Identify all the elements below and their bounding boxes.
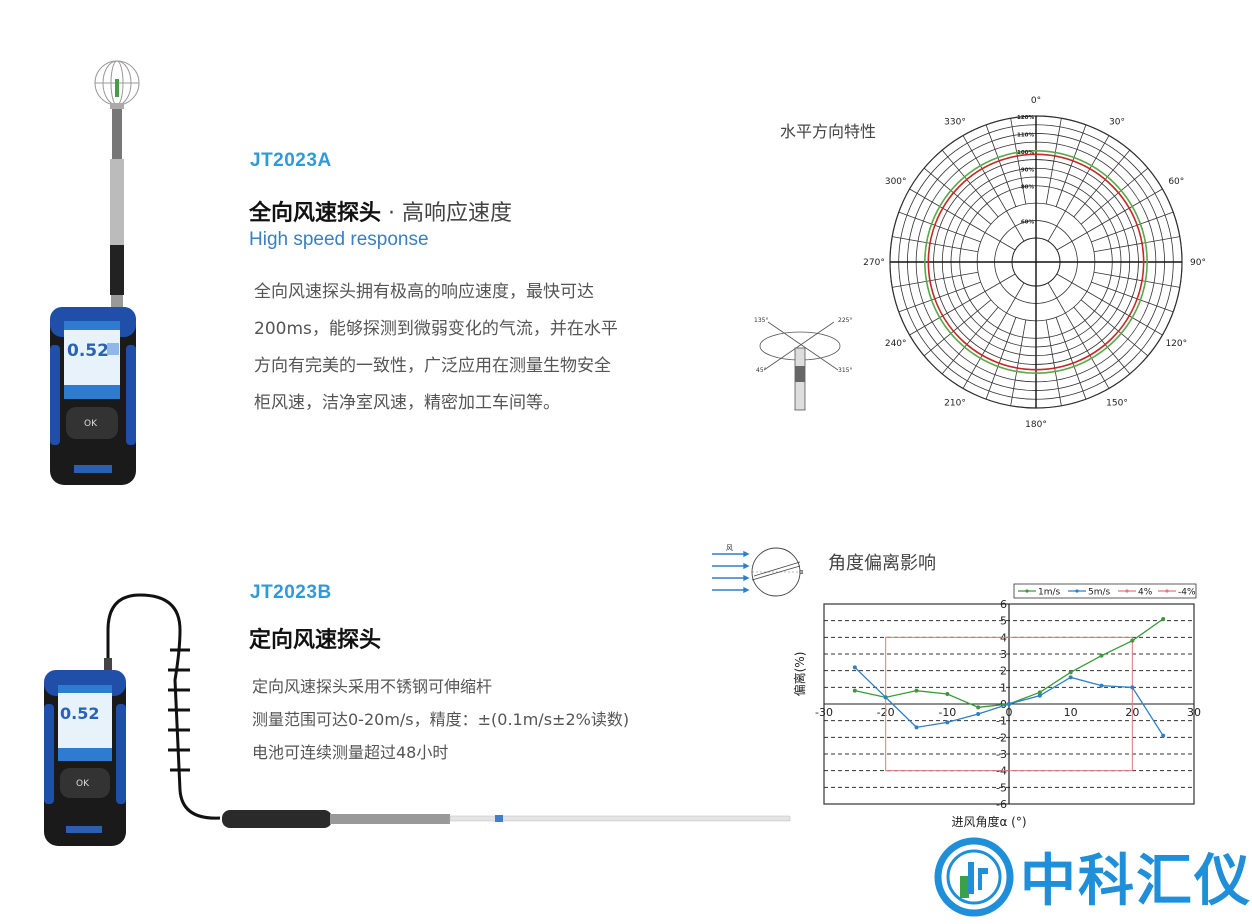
polar-grid bbox=[889, 115, 1183, 409]
product-b-description: 定向风速探头采用不锈钢可伸缩杆 测量范围可达0-20m/s，精度：±(0.1m/… bbox=[252, 670, 629, 769]
y-tick-label: -6 bbox=[996, 798, 1007, 811]
x-tick-label: 30 bbox=[1187, 706, 1201, 719]
probe-rotation-diagram: 135° 225° 45° 315° bbox=[750, 308, 860, 418]
x-tick-label: 0 bbox=[1006, 706, 1013, 719]
product-a-title: 全向风速探头 · 高响应速度 bbox=[249, 195, 512, 227]
brand-logo: 中科汇仪 bbox=[932, 834, 1250, 920]
polar-angle-label: 90° bbox=[1190, 258, 1206, 268]
y-tick-label: -3 bbox=[996, 748, 1007, 761]
polar-angle-label: 150° bbox=[1106, 398, 1128, 408]
svg-text:0.52: 0.52 bbox=[60, 704, 99, 723]
polar-angle-label: 300° bbox=[885, 177, 907, 187]
polar-radial-label: 90% bbox=[1021, 167, 1035, 173]
polar-angle-label: 330° bbox=[944, 118, 966, 128]
polar-radial-label: 100% bbox=[1017, 150, 1034, 156]
description-line: 柜风速，洁净室风速，精密加工车间等。 bbox=[254, 393, 560, 413]
description-line: 定向风速探头采用不锈钢可伸缩杆 bbox=[252, 677, 493, 696]
polar-radial-label: 60% bbox=[1021, 220, 1035, 226]
chart-legend: 1m/s 5m/s 4% -4% bbox=[1013, 583, 1197, 599]
polar-angle-label: 30° bbox=[1109, 118, 1125, 128]
product-a-subtitle: High speed response bbox=[249, 229, 429, 250]
y-tick-label: 6 bbox=[1000, 598, 1007, 611]
y-tick-label: -1 bbox=[996, 715, 1007, 728]
svg-text:135°: 135° bbox=[754, 317, 768, 324]
svg-text:OK: OK bbox=[84, 419, 98, 429]
polar-angle-label: 210° bbox=[944, 398, 966, 408]
y-tick-label: -2 bbox=[996, 731, 1007, 744]
product-b-title-bold: 定向风速探头 bbox=[249, 628, 382, 653]
svg-text:风: 风 bbox=[726, 544, 733, 552]
description-line: 方向有完美的一致性，广泛应用在测量生物安全 bbox=[254, 356, 611, 376]
wind-angle-diagram: 风 α bbox=[708, 540, 808, 600]
svg-text:225°: 225° bbox=[838, 317, 852, 324]
line-chart-title: 角度偏离影响 bbox=[828, 553, 936, 574]
polar-angle-label: 270° bbox=[863, 258, 885, 268]
product-b-model: JT2023B bbox=[250, 582, 332, 603]
svg-text:-4%: -4% bbox=[1178, 588, 1196, 598]
x-axis-label: 进风角度α (°) bbox=[951, 814, 1026, 829]
polar-angle-label: 60° bbox=[1168, 177, 1184, 187]
polar-radial-label: 120% bbox=[1017, 115, 1034, 121]
y-tick-label: 2 bbox=[1000, 665, 1007, 678]
product-b-title: 定向风速探头 bbox=[249, 622, 381, 654]
description-line: 全向风速探头拥有极高的响应速度，最快可达 bbox=[254, 282, 594, 302]
y-tick-label: -4 bbox=[996, 765, 1007, 778]
polar-radial-label: 110% bbox=[1017, 132, 1034, 138]
polar-angle-label: 180° bbox=[1025, 420, 1047, 427]
product-a-title-bold: 全向风速探头 bbox=[249, 201, 382, 226]
polar-angle-label: 0° bbox=[1031, 96, 1041, 106]
svg-text:1m/s: 1m/s bbox=[1038, 588, 1061, 598]
y-tick-label: 5 bbox=[1000, 615, 1007, 628]
line-chart: -6-5-4-3-2-10123456-30-20-100102030进风角度α… bbox=[780, 580, 1210, 835]
x-tick-label: -10 bbox=[938, 706, 956, 719]
product-a-device-image: 0.52 OK bbox=[44, 55, 144, 485]
polar-angle-label: 120° bbox=[1165, 339, 1187, 349]
polar-angle-label: 240° bbox=[885, 339, 907, 349]
description-line: 200ms，能够探测到微弱变化的气流，并在水平 bbox=[254, 319, 618, 339]
description-line: 测量范围可达0-20m/s，精度：±(0.1m/s±2%读数) bbox=[252, 710, 630, 729]
svg-text:45°: 45° bbox=[756, 367, 767, 374]
polar-series-green bbox=[924, 150, 1148, 374]
product-a-description: 全向风速探头拥有极高的响应速度，最快可达 200ms，能够探测到微弱变化的气流，… bbox=[254, 274, 618, 422]
y-tick-label: 3 bbox=[1000, 648, 1007, 661]
svg-text:4%: 4% bbox=[1138, 588, 1153, 598]
y-axis-label: 偏离(%) bbox=[792, 652, 807, 697]
product-a-title-sep: · bbox=[381, 201, 402, 226]
logo-text: 中科汇仪 bbox=[1020, 849, 1250, 914]
svg-text:OK: OK bbox=[76, 779, 90, 789]
product-b-device-image: 0.52 OK bbox=[40, 590, 800, 850]
svg-text:5m/s: 5m/s bbox=[1088, 588, 1111, 598]
description-line: 电池可连续测量超过48小时 bbox=[252, 743, 449, 762]
polar-series-red bbox=[927, 153, 1145, 371]
y-tick-label: -5 bbox=[996, 781, 1007, 794]
tolerance-box bbox=[885, 636, 1133, 772]
polar-chart-title: 水平方向特性 bbox=[780, 122, 877, 141]
polar-chart: 0° 30° 60° 90° 120° 150° 180° 210° 240° 270° 300° 3… bbox=[860, 92, 1210, 430]
product-a-model: JT2023A bbox=[250, 150, 332, 171]
x-tick-label: 10 bbox=[1064, 706, 1078, 719]
svg-text:315°: 315° bbox=[838, 367, 852, 374]
svg-text:0.52: 0.52 bbox=[67, 341, 109, 361]
y-tick-label: 1 bbox=[1000, 681, 1007, 694]
svg-text:α: α bbox=[799, 568, 804, 576]
x-tick-label: -30 bbox=[815, 706, 833, 719]
polar-radial-label: 80% bbox=[1021, 185, 1035, 191]
product-a-title-light: 高响应速度 bbox=[402, 201, 513, 226]
